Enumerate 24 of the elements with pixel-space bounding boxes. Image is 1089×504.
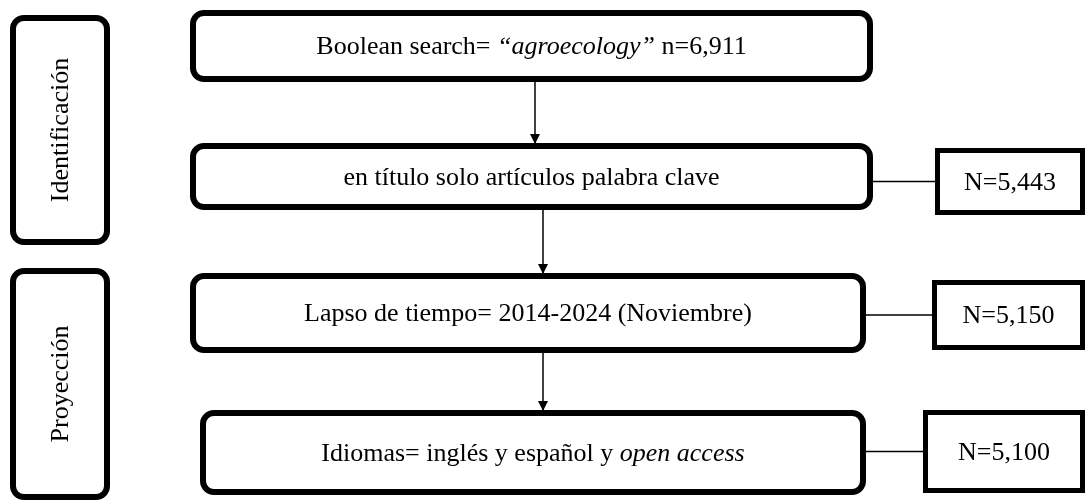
connector-line (865, 450, 924, 453)
count-label: N=5,100 (958, 436, 1050, 467)
stage-box (10, 15, 110, 245)
stage-label: Proyección (45, 325, 75, 443)
count-box (932, 280, 1085, 350)
process-box (190, 143, 873, 210)
step-label: en título solo artículos palabra clave (343, 161, 720, 192)
arrow (538, 352, 548, 411)
count-box (923, 410, 1085, 493)
stage-box (10, 268, 110, 500)
arrow (538, 209, 548, 274)
process-box (190, 273, 866, 353)
step-label: Lapso de tiempo= 2014-2024 (Noviembre) (304, 298, 752, 328)
connector-line (865, 314, 933, 316)
stage-label: Identificación (45, 57, 75, 203)
count-label: N=5,443 (964, 166, 1056, 197)
step-label: Idiomas= inglés y español y open access (321, 437, 745, 468)
count-label: N=5,150 (962, 300, 1055, 330)
arrow (530, 81, 540, 144)
step-label: Boolean search= “agroecology” n=6,911 (316, 31, 747, 61)
process-box (190, 10, 873, 82)
connector-line (872, 180, 936, 183)
process-box (200, 410, 866, 495)
count-box (935, 148, 1085, 215)
